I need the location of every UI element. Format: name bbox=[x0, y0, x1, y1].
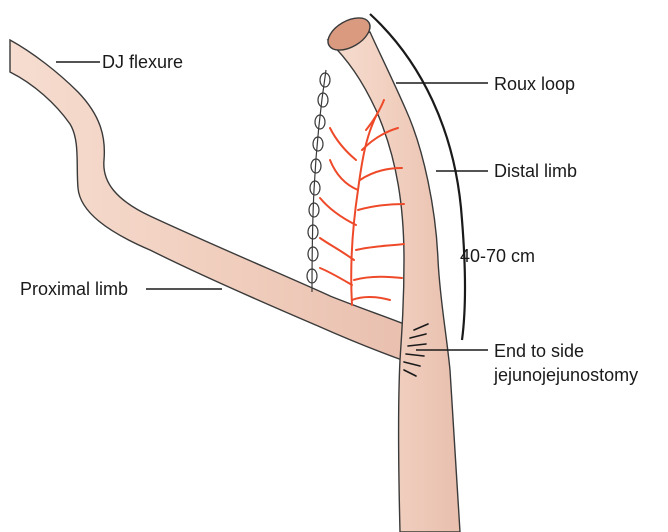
label-length: 40-70 cm bbox=[460, 246, 535, 266]
suture-loops bbox=[307, 73, 330, 283]
label-roux-loop: Roux loop bbox=[494, 74, 575, 94]
mesenteric-vessels bbox=[320, 100, 404, 305]
roux-limb-bowel bbox=[323, 11, 460, 532]
proximal-limb-bowel bbox=[10, 40, 414, 360]
mesentery-suture-line bbox=[307, 70, 330, 292]
proximal-limb-outline bbox=[10, 40, 414, 360]
label-distal-limb: Distal limb bbox=[494, 161, 577, 181]
label-anastomosis-line1: End to side bbox=[494, 341, 584, 361]
label-proximal-limb: Proximal limb bbox=[20, 279, 128, 299]
label-dj-flexure: DJ flexure bbox=[102, 52, 183, 72]
label-anastomosis-line2: jejunojejunostomy bbox=[493, 365, 638, 385]
